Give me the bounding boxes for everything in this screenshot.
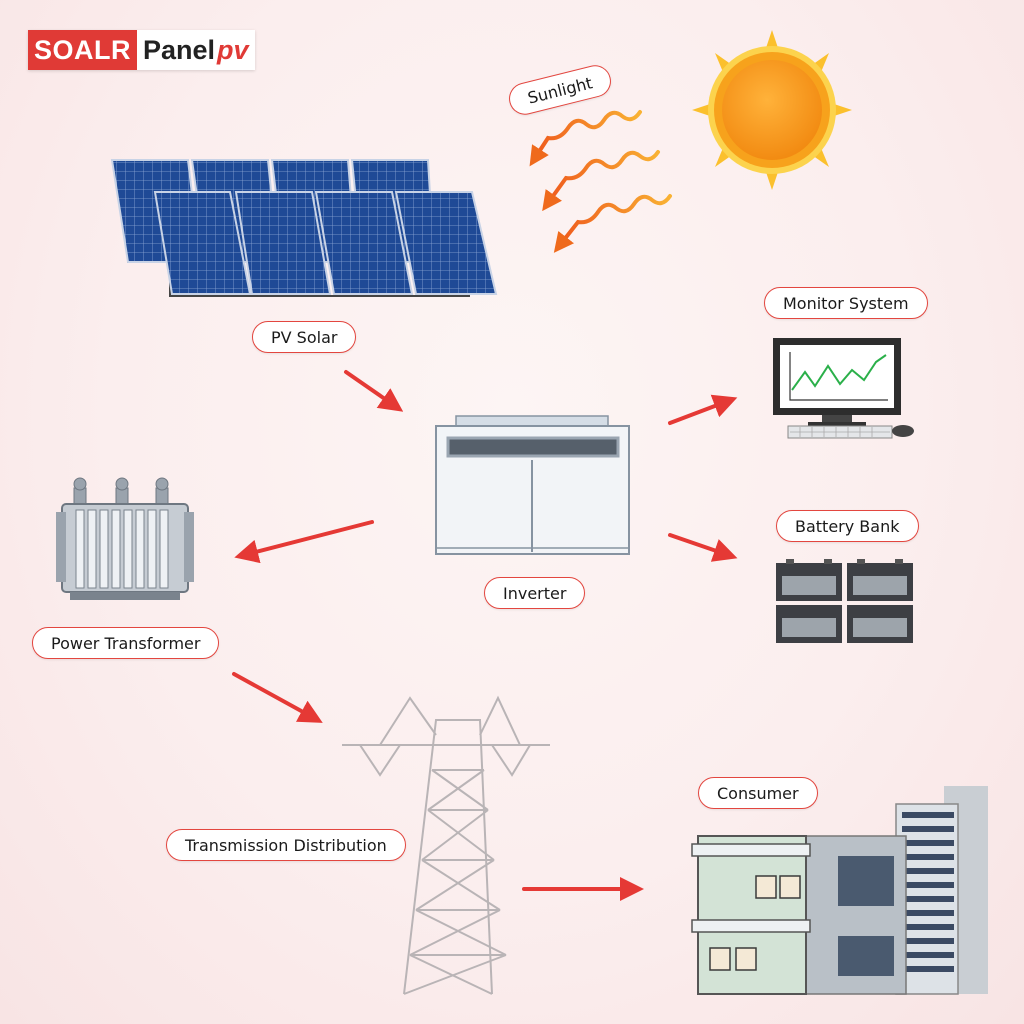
label-inverter: Inverter	[484, 577, 585, 609]
sun-icon	[692, 30, 852, 190]
solar-panel-array	[112, 160, 496, 296]
label-pv-solar: PV Solar	[252, 321, 356, 353]
battery-bank-icon	[776, 559, 913, 643]
label-battery-bank: Battery Bank	[776, 510, 919, 542]
label-consumer: Consumer	[698, 777, 818, 809]
consumer-buildings-icon	[692, 786, 988, 994]
inverter-icon	[436, 416, 629, 554]
sunlight-rays	[535, 112, 670, 245]
monitor-icon	[773, 338, 914, 438]
label-transmission-distribution: Transmission Distribution	[166, 829, 406, 861]
label-power-transformer: Power Transformer	[32, 627, 219, 659]
transformer-icon	[56, 478, 194, 600]
label-monitor-system: Monitor System	[764, 287, 928, 319]
